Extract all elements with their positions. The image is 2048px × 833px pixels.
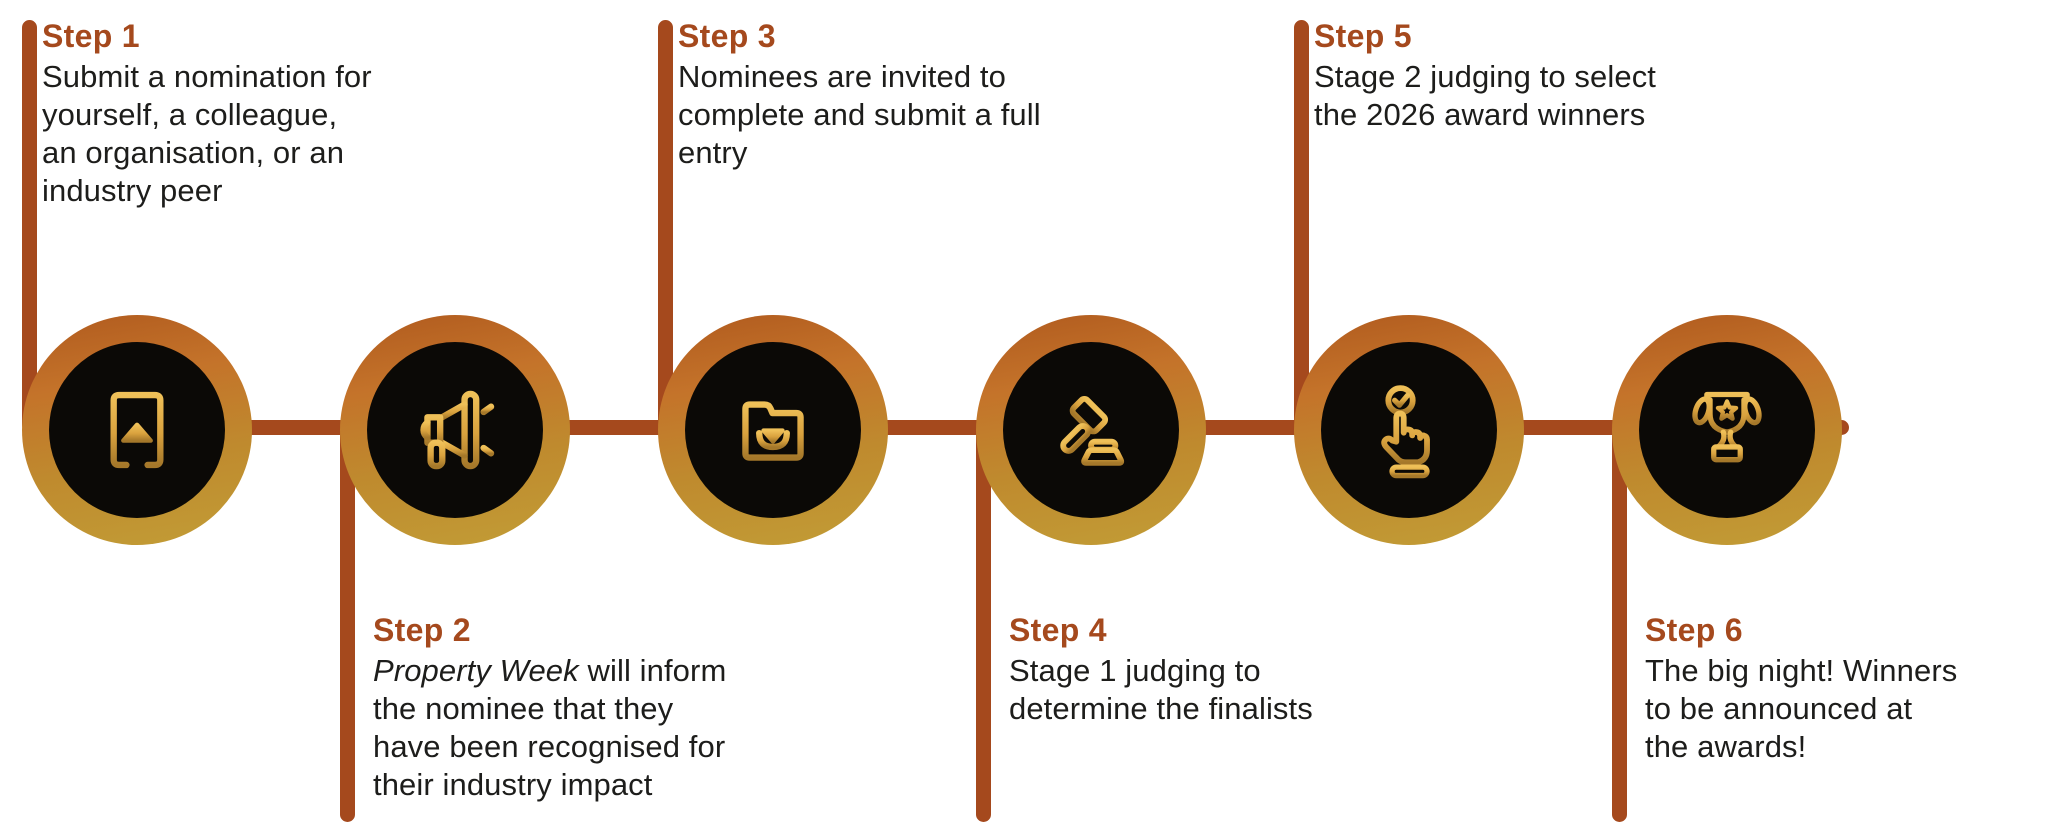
step-description-text: Submit a nomination for yourself, a coll… [42,59,372,208]
step-description-text: Stage 1 judging to determine the finalis… [1009,653,1313,726]
step-6-connector-line [1612,428,1627,822]
step-6-badge-inner [1639,342,1815,518]
step-description-text: Nominees are invited to complete and sub… [678,59,1041,170]
step-group-4: Step 4 Stage 1 judging to determine the … [976,0,1412,833]
step-3-connector-line [658,20,673,432]
step-group-2: Step 2 Property Week will inform the nom… [340,0,776,833]
step-description-italic: Property Week [373,653,579,688]
step-5-badge [1294,315,1524,545]
step-5-badge-inner [1321,342,1497,518]
step-1-connector-line [22,20,37,432]
step-description: The big night! Winners to be announced a… [1645,652,1957,766]
step-group-5: Step 5 Stage 2 judging to select the 202… [1294,0,1730,833]
step-3-text: Step 3 Nominees are invited to complete … [678,16,1041,172]
step-description: Stage 2 judging to select the 2026 award… [1314,58,1656,134]
megaphone-icon [420,390,499,470]
step-2-badge-inner [367,342,543,518]
step-1-badge [22,315,252,545]
step-2-text: Step 2 Property Week will inform the nom… [373,610,726,804]
step-description-text: The big night! Winners to be announced a… [1645,653,1958,764]
step-4-badge [976,315,1206,545]
step-group-3: Step 3 Nominees are invited to complete … [658,0,1094,833]
step-description: Property Week will inform the nominee th… [373,652,726,804]
step-2-badge [340,315,570,545]
step-4-badge-inner [1003,342,1179,518]
step-description: Nominees are invited to complete and sub… [678,58,1041,172]
step-3-badge-inner [685,342,861,518]
submit-document-icon [110,391,164,475]
step-3-badge [658,315,888,545]
step-5-text: Step 5 Stage 2 judging to select the 202… [1314,16,1656,134]
step-description: Stage 1 judging to determine the finalis… [1009,652,1313,728]
step-1-badge-inner [49,342,225,518]
step-4-text: Step 4 Stage 1 judging to determine the … [1009,610,1313,728]
tap-check-icon [1381,385,1430,479]
step-title: Step 2 [373,612,471,648]
step-title: Step 1 [42,18,140,54]
step-description: Submit a nomination for yourself, a coll… [42,58,372,210]
step-2-connector-line [340,428,355,822]
step-group-1: Step 1 Submit a nomination for yourself,… [22,0,458,833]
step-description-text: Stage 2 judging to select the 2026 award… [1314,59,1657,132]
step-5-connector-line [1294,20,1309,432]
step-1-text: Step 1 Submit a nomination for yourself,… [42,16,372,210]
gavel-icon [1060,395,1125,466]
step-title: Step 4 [1009,612,1107,648]
step-title: Step 3 [678,18,776,54]
step-4-connector-line [976,428,991,822]
step-6-badge [1612,315,1842,545]
step-group-6: Step 6 The big night! Winners to be anno… [1612,0,2048,833]
step-description-text: will inform the nominee that they have b… [373,653,727,802]
step-title: Step 6 [1645,612,1743,648]
step-6-text: Step 6 The big night! Winners to be anno… [1645,610,1957,766]
folder-download-icon [742,401,804,461]
trophy-icon [1692,391,1762,463]
step-title: Step 5 [1314,18,1412,54]
